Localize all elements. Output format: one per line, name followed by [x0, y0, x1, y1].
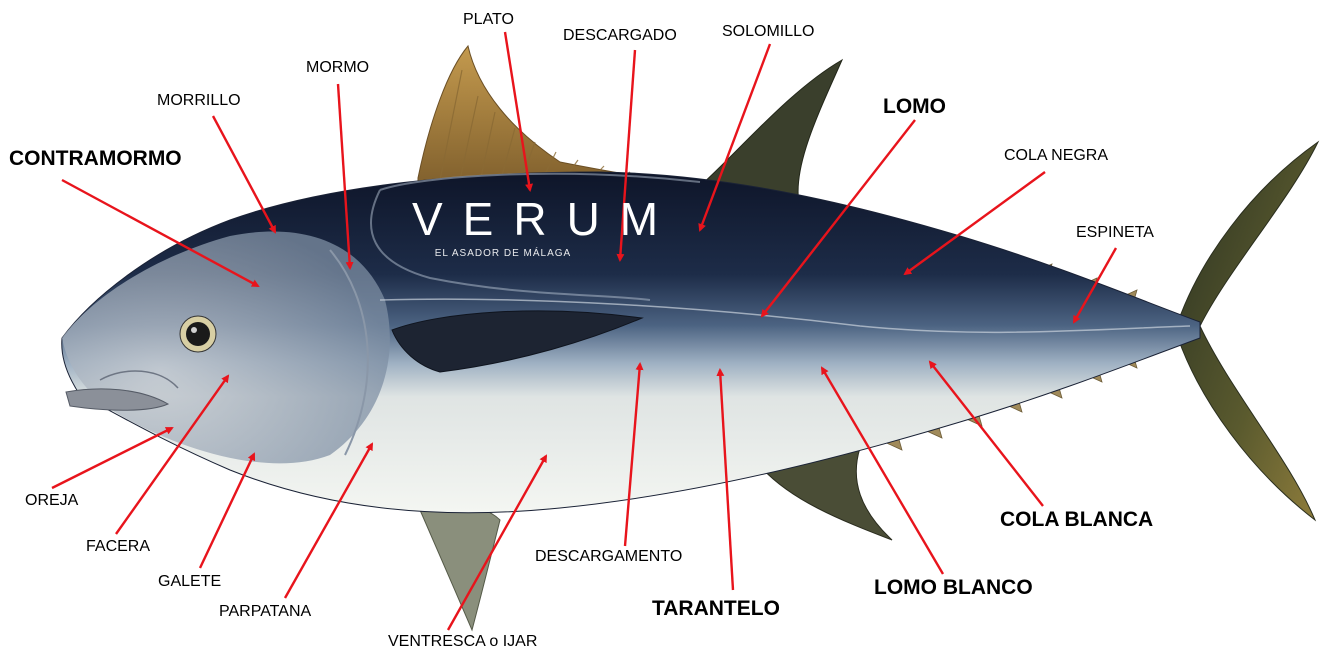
- label-contramormo: CONTRAMORMO: [9, 148, 182, 169]
- label-tarantelo: TARANTELO: [652, 598, 780, 619]
- label-lomo: LOMO: [883, 96, 946, 117]
- label-ventresca: VENTRESCA o IJAR: [388, 634, 537, 650]
- brand-tagline: EL ASADOR DE MÁLAGA: [392, 248, 614, 259]
- brand-name: VERUM: [392, 196, 614, 242]
- label-facera: FACERA: [86, 539, 150, 555]
- label-cola-blanca: COLA BLANCA: [1000, 509, 1153, 530]
- label-descargamento: DESCARGAMENTO: [535, 549, 682, 565]
- label-parpatana: PARPATANA: [219, 604, 311, 620]
- label-espineta: ESPINETA: [1076, 225, 1154, 241]
- label-solomillo: SOLOMILLO: [722, 24, 814, 40]
- label-plato: PLATO: [463, 12, 514, 28]
- label-morrillo: MORRILLO: [157, 93, 241, 109]
- label-galete: GALETE: [158, 574, 221, 590]
- label-cola-negra: COLA NEGRA: [1004, 148, 1108, 164]
- verum-brand-logo: VERUM EL ASADOR DE MÁLAGA: [392, 196, 614, 259]
- label-oreja: OREJA: [25, 493, 78, 509]
- label-lomo-blanco: LOMO BLANCO: [874, 577, 1033, 598]
- arrow-morrillo: [213, 116, 275, 232]
- label-descargado: DESCARGADO: [563, 28, 677, 44]
- label-mormo: MORMO: [306, 60, 369, 76]
- arrow-galete: [200, 454, 254, 568]
